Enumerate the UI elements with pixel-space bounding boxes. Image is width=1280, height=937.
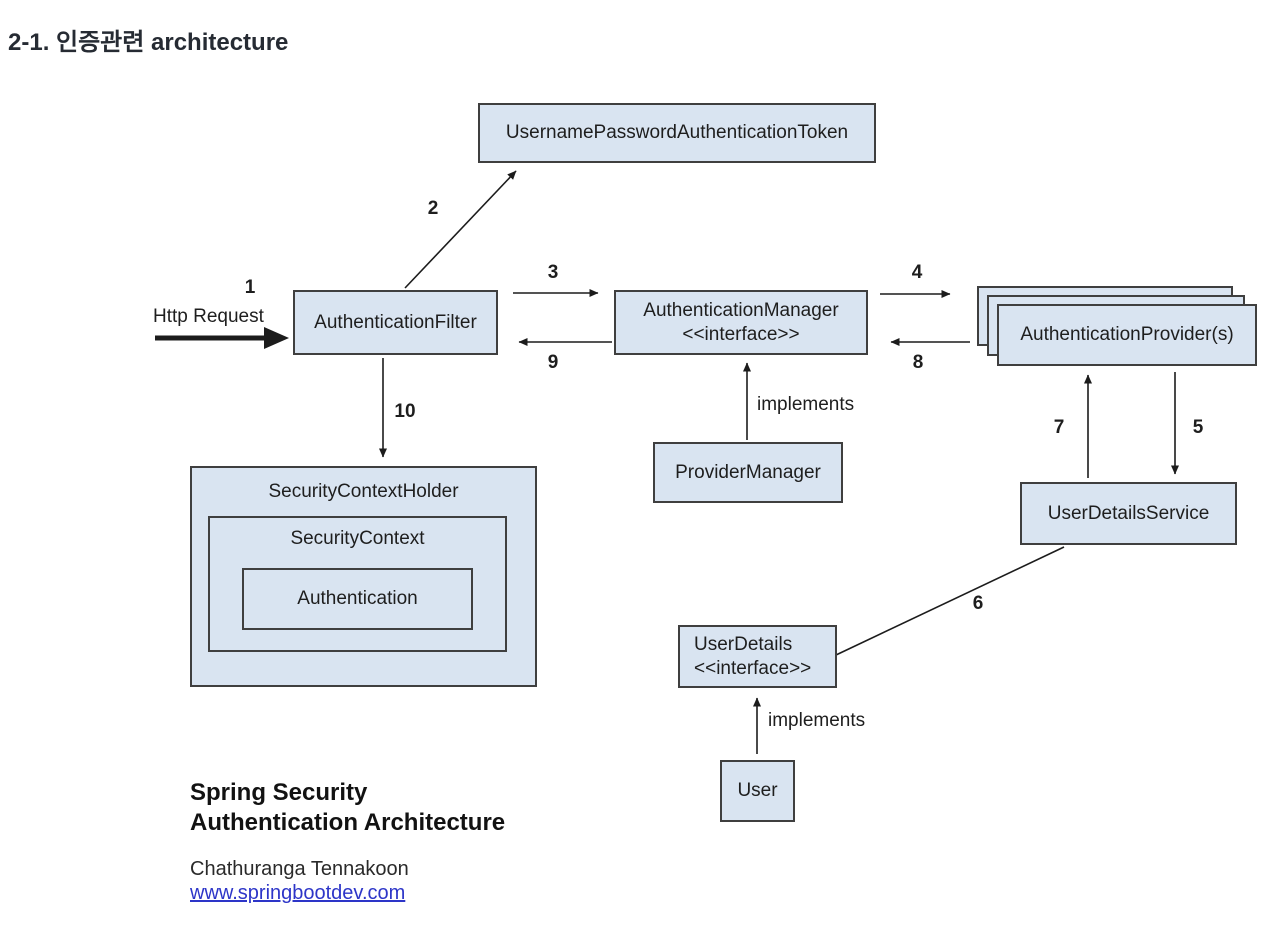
security-context-label: SecurityContext [290,528,425,549]
node-authentication: Authentication [242,568,473,630]
edge-label-2: 2 [427,198,439,219]
node-security-context: SecurityContext Authentication [208,516,507,652]
node-authentication-filter: AuthenticationFilter [293,290,498,355]
edge-label-1: 1 [244,277,256,298]
node-user: User [720,760,795,822]
authentication-manager-name: AuthenticationManager [643,299,839,321]
arrow-1-arrowhead-icon [264,327,289,349]
arrow-2-filter-to-token [404,170,517,289]
node-security-context-holder: SecurityContextHolder SecurityContext Au… [190,466,537,687]
authentication-manager-stereotype: <<interface>> [682,323,800,345]
footer-website-link[interactable]: www.springbootdev.com [190,882,406,904]
edge-label-9: 9 [547,352,559,373]
edge-label-7: 7 [1053,417,1065,438]
security-context-holder-label: SecurityContextHolder [268,481,459,502]
edge-label-10: 10 [394,401,416,422]
node-authentication-providers: AuthenticationProvider(s) [997,304,1257,366]
footer-title: Spring Security Authentication Architect… [190,778,505,838]
http-request-label: Http Request [153,306,264,327]
line-6-uds-to-userdetails [835,546,1065,656]
node-provider-manager: ProviderManager [653,442,843,503]
edge-label-6: 6 [972,593,984,614]
edge-label-8: 8 [912,352,924,373]
node-user-details-service: UserDetailsService [1020,482,1237,545]
implements-label-user: implements [768,710,866,731]
page-title: 2-1. 인증관련 architecture [8,29,289,56]
edge-label-4: 4 [911,262,923,283]
edge-label-3: 3 [547,262,559,283]
user-details-name: UserDetails [694,633,793,655]
user-details-stereotype: <<interface>> [694,657,812,679]
node-username-password-authentication-token: UsernamePasswordAuthenticationToken [478,103,876,163]
footer-title-line2: Authentication Architecture [190,809,506,836]
node-authentication-manager: AuthenticationManager <<interface>> [614,290,868,355]
footer-title-line1: Spring Security [190,779,368,806]
footer-author: Chathuranga Tennakoon [190,858,409,880]
implements-label-provider-manager: implements [757,394,855,415]
node-user-details: UserDetails <<interface>> [678,625,837,688]
edge-label-5: 5 [1192,417,1204,438]
